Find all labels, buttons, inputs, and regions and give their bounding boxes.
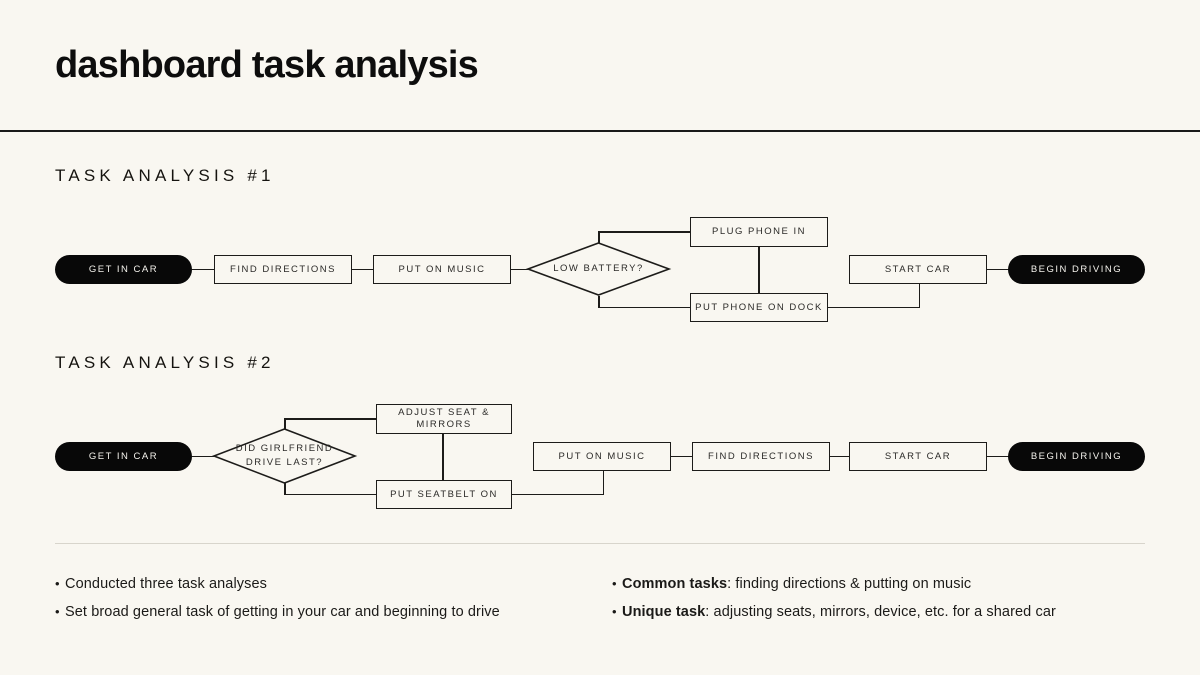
edge-start-to-find-directions — [192, 268, 214, 271]
bullet-lead: Common tasks — [622, 576, 728, 592]
flow2-node-adjust-seat-and-mirrors[interactable]: ADJUST SEAT & MIRRORS — [376, 404, 512, 434]
bottom-divider — [55, 543, 1145, 545]
page-title: dashboard task analysis — [55, 44, 479, 86]
bullet-list-right: • Common tasks: finding directions & put… — [612, 576, 1142, 632]
edge2-decision-to-adjust-seat — [284, 418, 376, 420]
flow1-decision-low-battery[interactable]: LOW BATTERY? — [525, 242, 672, 296]
flow1-node-begin-driving[interactable]: BEGIN DRIVING — [1008, 255, 1145, 284]
edge-start-car-to-begin-driving — [987, 268, 1009, 271]
header-divider — [0, 130, 1200, 132]
flow2-node-put-on-music[interactable]: PUT ON MUSIC — [533, 442, 671, 471]
flow2-node-start-car[interactable]: START CAR — [849, 442, 987, 471]
flow2-node-put-seatbelt-on[interactable]: PUT SEATBELT ON — [376, 480, 512, 509]
bullet-body: : adjusting seats, mirrors, device, etc.… — [705, 604, 1056, 620]
edge2-seatbelt-to-music-horizontal — [512, 493, 604, 496]
bullet-body: Set broad general task of getting in you… — [65, 604, 500, 620]
edge2-seatbelt-to-music-riser — [602, 471, 605, 495]
flow1-node-plug-phone-in[interactable]: PLUG PHONE IN — [690, 217, 828, 247]
flow2-decision-did-girlfriend-drive-last[interactable]: DID GIRLFRIEND DRIVE LAST? — [211, 428, 358, 484]
bullet-body: : finding directions & putting on music — [727, 576, 972, 592]
section-heading-task-analysis-2: TASK ANALYSIS #2 — [55, 353, 275, 372]
bullet-marker-icon: • — [612, 604, 617, 619]
bullet-list-left: • Conducted three task analyses • Set br… — [55, 576, 595, 632]
flow1-node-find-directions[interactable]: FIND DIRECTIONS — [214, 255, 352, 284]
bullet-text: Conducted three task analyses — [65, 576, 267, 592]
list-item: • Unique task: adjusting seats, mirrors,… — [612, 604, 1142, 620]
edge2-start-car-to-begin-driving — [987, 455, 1009, 458]
edge2-decision-to-put-seatbelt-on — [284, 493, 376, 496]
list-item: • Set broad general task of getting in y… — [55, 604, 595, 620]
flow1-node-put-phone-on-dock[interactable]: PUT PHONE ON DOCK — [690, 293, 828, 322]
edge-plug-phone-to-dock — [758, 247, 760, 294]
bullet-marker-icon: • — [55, 604, 60, 619]
edge-decision-to-put-phone-on-dock — [598, 306, 690, 309]
edge-find-directions-to-put-on-music — [352, 268, 374, 271]
list-item: • Common tasks: finding directions & put… — [612, 576, 1142, 592]
edge-dock-to-start-car-riser — [918, 284, 921, 308]
flow1-node-get-in-car[interactable]: GET IN CAR — [55, 255, 192, 284]
bullet-text: Common tasks: finding directions & putti… — [622, 576, 971, 592]
flow1-node-start-car[interactable]: START CAR — [849, 255, 987, 284]
edge2-start-to-decision — [192, 455, 214, 458]
edge-put-on-music-to-decision — [511, 268, 528, 271]
list-item: • Conducted three task analyses — [55, 576, 595, 592]
edge2-adjust-seat-to-seatbelt — [442, 434, 444, 480]
bullet-text: Unique task: adjusting seats, mirrors, d… — [622, 604, 1056, 620]
bullet-lead: Unique task — [622, 604, 706, 620]
bullet-marker-icon: • — [612, 576, 617, 591]
flow1-node-put-on-music[interactable]: PUT ON MUSIC — [373, 255, 511, 284]
edge2-music-to-find-directions — [671, 455, 693, 458]
edge2-decision-bottom-riser — [284, 483, 286, 495]
edge-dock-to-start-car-horizontal — [828, 306, 920, 309]
flow2-node-find-directions[interactable]: FIND DIRECTIONS — [692, 442, 830, 471]
section-heading-task-analysis-1: TASK ANALYSIS #1 — [55, 166, 275, 185]
bullet-text: Set broad general task of getting in you… — [65, 604, 500, 620]
bullet-body: Conducted three task analyses — [65, 576, 267, 592]
edge-decision-to-plug-phone-in — [598, 231, 690, 233]
flow2-node-begin-driving[interactable]: BEGIN DRIVING — [1008, 442, 1145, 471]
edge-decision-bottom-riser — [598, 296, 600, 308]
flow2-node-get-in-car[interactable]: GET IN CAR — [55, 442, 192, 471]
bullet-marker-icon: • — [55, 576, 60, 591]
